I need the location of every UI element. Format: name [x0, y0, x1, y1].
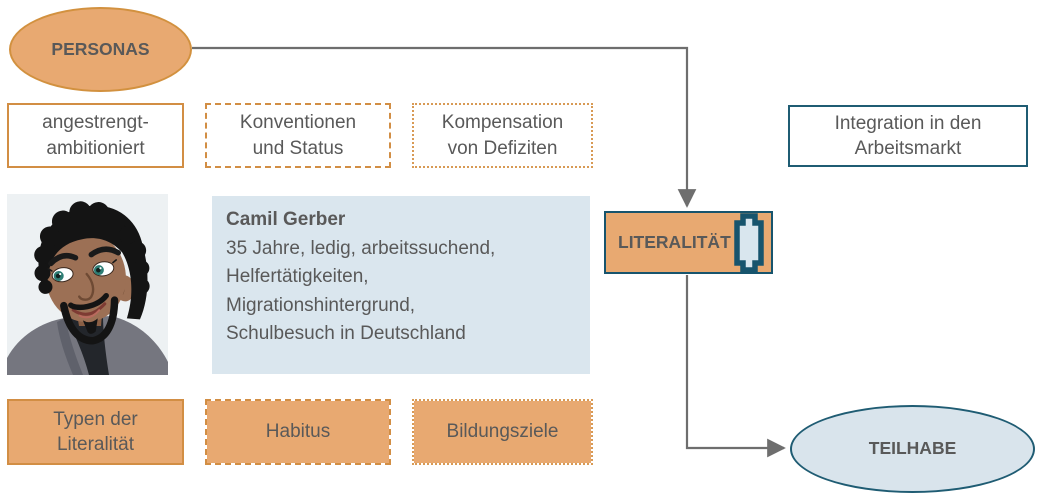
trait-box-angestrengt-ambitioniert: angestrengt- ambitioniert	[7, 103, 184, 168]
teilhabe-label: TEILHABE	[868, 438, 957, 459]
outcome-box-label: Typen der Literalität	[53, 408, 138, 455]
personas-label: PERSONAS	[51, 38, 150, 59]
trait-box-label: Konventionen und Status	[239, 112, 357, 159]
outcome-box-label: Bildungsziele	[446, 421, 559, 443]
persona-name: Camil Gerber	[226, 209, 346, 230]
literalitaet-label: LITERALITÄT	[618, 232, 731, 252]
persona-details: 35 Jahre, ledig, arbeitssuchend, Helfert…	[226, 237, 496, 345]
connector-literalitaet-to-teilhabe	[685, 275, 786, 458]
avatar-head	[34, 201, 150, 345]
trait-box-kompensation-von-defiziten: Kompensation von Defiziten	[412, 103, 593, 168]
trait-box-konventionen-und-status: Konventionen und Status	[205, 103, 391, 168]
outcome-box-habitus: Habitus	[205, 399, 391, 465]
outcome-box-bildungsziele: Bildungsziele	[412, 399, 593, 465]
outcome-box-label: Habitus	[265, 421, 331, 443]
teilhabe-node: TEILHABE	[790, 405, 1035, 493]
outcome-box-typen-der-literalitaet: Typen der Literalität	[7, 399, 184, 465]
persona-avatar	[7, 194, 168, 375]
scroll-icon	[734, 212, 764, 273]
integration-arbeitsmarkt-box: Integration in den Arbeitsmarkt	[788, 105, 1028, 167]
trait-box-label: angestrengt- ambitioniert	[42, 112, 149, 159]
literalitaet-node: LITERALITÄT	[604, 211, 773, 274]
personas-node: PERSONAS	[9, 7, 192, 92]
avatar-lapel	[57, 318, 83, 375]
trait-box-label: Kompensation von Defiziten	[441, 112, 564, 159]
persona-info-card: Camil Gerber 35 Jahre, ledig, arbeitssuc…	[212, 196, 590, 374]
integration-label: Integration in den Arbeitsmarkt	[834, 112, 982, 159]
